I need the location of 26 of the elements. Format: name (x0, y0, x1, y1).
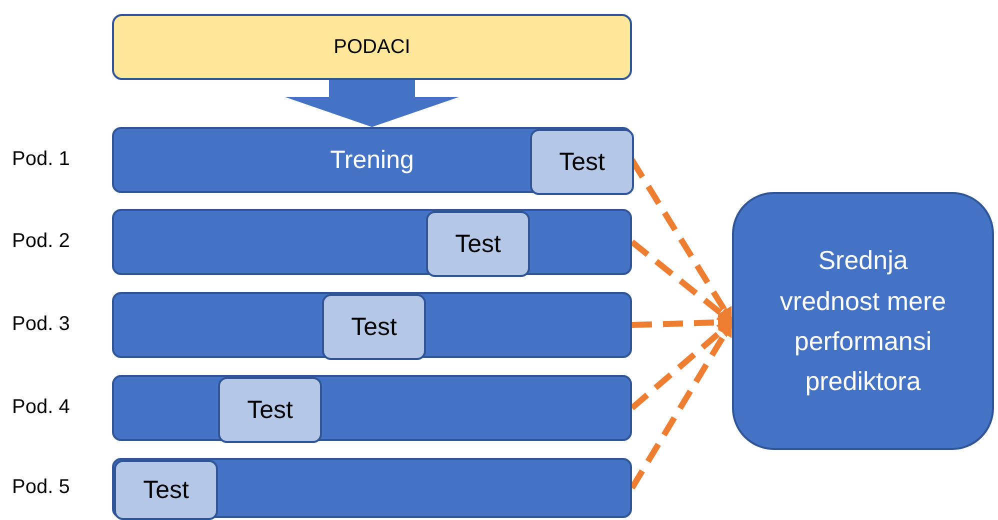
fold-bar (112, 375, 632, 441)
segment-label: Test (247, 394, 293, 426)
segment-label: Test (143, 474, 189, 506)
test-segment (114, 460, 218, 520)
box-label: PODACI (334, 34, 410, 60)
data-box (112, 14, 632, 80)
row-label: Pod. 5 (12, 476, 70, 499)
fold-bar (112, 127, 632, 193)
segment-label: Test (351, 312, 397, 343)
fold-bar (112, 292, 632, 358)
segment-label: Test (455, 228, 501, 260)
fold-bar (112, 458, 632, 518)
fold-bar (112, 209, 632, 275)
segment-label: Test (559, 146, 605, 178)
row-label: Pod. 4 (12, 396, 70, 419)
bar-label: Trening (330, 144, 414, 176)
test-segment (322, 294, 426, 360)
result-box (732, 192, 994, 450)
row-label: Pod. 2 (12, 230, 70, 253)
row-label: Pod. 3 (12, 313, 70, 336)
test-segment (218, 377, 322, 443)
block-arrow (285, 80, 459, 127)
test-segment (530, 129, 634, 195)
test-segment (426, 211, 530, 277)
box-label: Srednja vrednost mere performansi prediktora (778, 244, 948, 398)
row-label: Pod. 1 (12, 148, 70, 171)
